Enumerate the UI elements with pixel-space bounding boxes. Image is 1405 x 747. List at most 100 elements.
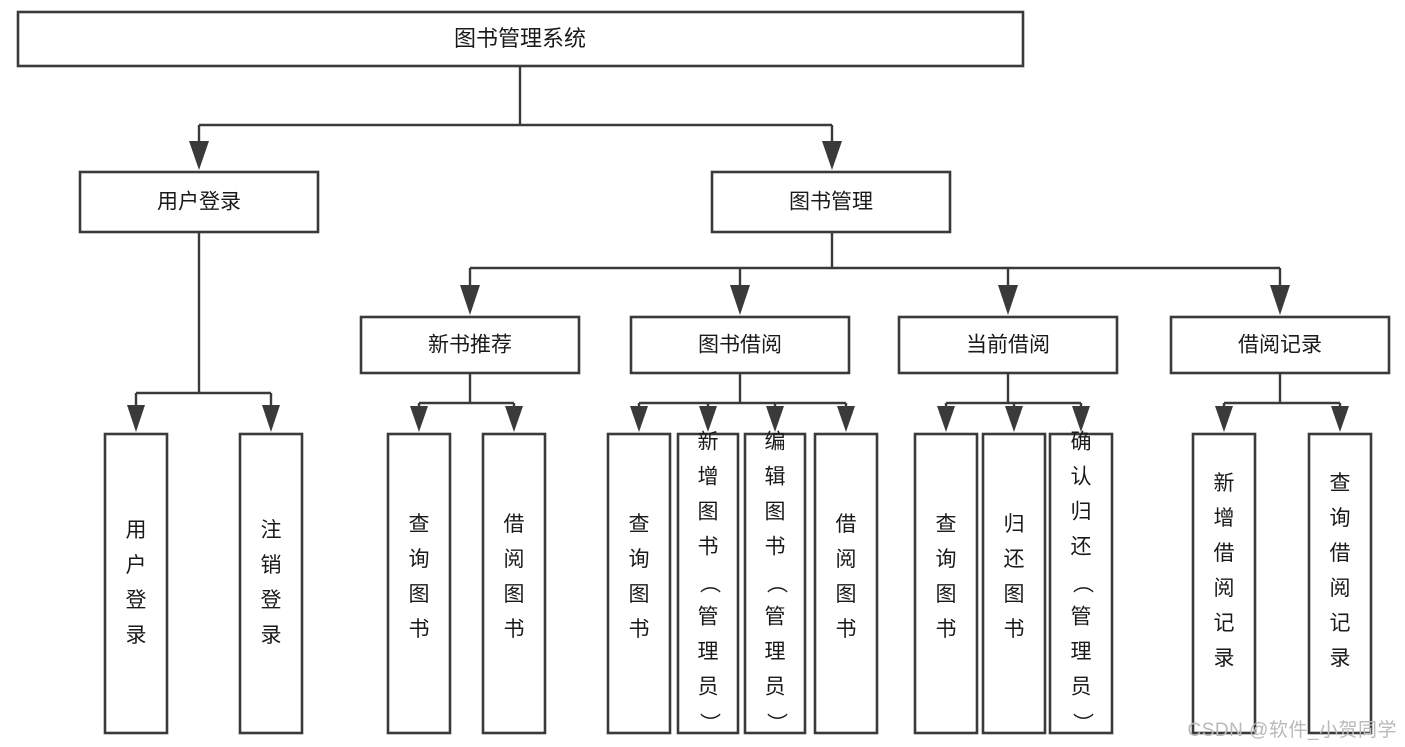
node-borrow-record-box[interactable] (1169, 315, 1391, 375)
svg-text:归: 归 (1004, 513, 1025, 536)
svg-text:询: 询 (409, 548, 430, 571)
svg-text:录: 录 (1330, 647, 1351, 670)
arrow-head-leaf-current-borrow-0 (937, 406, 955, 432)
node-user-login[interactable]: 用户登录 (78, 170, 320, 234)
node-book-manage-box[interactable] (710, 170, 952, 234)
svg-text:图: 图 (936, 583, 957, 606)
svg-text:阅: 阅 (1214, 577, 1235, 600)
svg-text:图: 图 (1004, 583, 1025, 606)
arrow-head-leaf-borrow-record-0 (1215, 406, 1233, 432)
svg-text:询: 询 (936, 548, 957, 571)
svg-text:书: 书 (1004, 618, 1025, 641)
svg-text:户: 户 (126, 554, 147, 577)
svg-text:书: 书 (698, 536, 719, 559)
svg-text:理: 理 (765, 641, 786, 664)
svg-text:）: ） (1070, 713, 1093, 734)
node-book-manage-label: 图书管理 (789, 191, 873, 214)
svg-text:查: 查 (936, 513, 957, 536)
svg-text:查: 查 (629, 513, 650, 536)
node-current-borrow-box[interactable] (897, 315, 1119, 375)
node-root-system[interactable]: 图书管理系统 (16, 10, 1025, 68)
node-book-borrow-box[interactable] (629, 315, 851, 375)
connector-group-user-login-to-leaves (127, 232, 280, 432)
svg-text:确: 确 (1071, 431, 1092, 454)
svg-text:员: 员 (765, 676, 786, 699)
svg-text:管: 管 (1071, 606, 1092, 629)
svg-text:员: 员 (1071, 676, 1092, 699)
svg-text:登: 登 (126, 589, 147, 612)
node-book-borrow[interactable]: 图书借阅 (629, 315, 851, 375)
node-current-borrow[interactable]: 当前借阅 (897, 315, 1119, 375)
arrow-head-leaf-book-borrow-2 (766, 406, 784, 432)
arrow-head-leaf-current-borrow-1 (1005, 406, 1023, 432)
svg-text:（: （ (1070, 573, 1093, 594)
arrow-head-leaf-borrow-record-1 (1331, 406, 1349, 432)
svg-text:）: ） (764, 713, 787, 734)
svg-text:录: 录 (261, 624, 282, 647)
leaf-borrow-record-0-box[interactable] (1191, 432, 1257, 735)
svg-text:询: 询 (629, 548, 650, 571)
leaf-new-book-0-box[interactable] (386, 432, 452, 735)
arrow-head-current-borrow (998, 285, 1018, 315)
svg-text:销: 销 (261, 554, 282, 577)
leaf-book-borrow-1-box[interactable] (676, 432, 740, 735)
svg-text:管: 管 (765, 606, 786, 629)
svg-text:阅: 阅 (1330, 577, 1351, 600)
leaf-current-borrow-0-box[interactable] (913, 432, 979, 735)
leaf-book-borrow-0-box[interactable] (606, 432, 672, 735)
node-new-book-recommend[interactable]: 新书推荐 (359, 315, 581, 375)
leaf-user-login-0-box[interactable] (103, 432, 169, 735)
svg-text:辑: 辑 (765, 466, 786, 489)
leaf-current-borrow-1-box[interactable] (981, 432, 1047, 735)
svg-text:记: 记 (1214, 612, 1235, 635)
node-new-book-recommend-box[interactable] (359, 315, 581, 375)
leaf-user-login-1-box[interactable] (238, 432, 304, 735)
arrow-head-book-manage (822, 141, 842, 170)
leaf-current-borrow-2-box[interactable] (1048, 432, 1114, 735)
node-user-login-box[interactable] (78, 170, 320, 234)
arrow-head-leaf-book-borrow-1 (699, 406, 717, 432)
svg-text:书: 书 (836, 618, 857, 641)
svg-text:借: 借 (1330, 542, 1351, 565)
svg-text:借: 借 (836, 513, 857, 536)
leaf-book-borrow-3-box[interactable] (813, 432, 879, 735)
node-borrow-record[interactable]: 借阅记录 (1169, 315, 1391, 375)
node-book-manage[interactable]: 图书管理 (710, 170, 952, 234)
leaf-user-login-0-label: 用户登录 (126, 519, 147, 647)
svg-text:书: 书 (504, 618, 525, 641)
svg-text:（: （ (697, 573, 720, 594)
leaf-borrow-record-1-box[interactable] (1307, 432, 1373, 735)
arrow-head-new-book (460, 285, 480, 315)
svg-text:图: 图 (765, 501, 786, 524)
connector-group-current-borrow-to-leaves (937, 373, 1090, 432)
node-borrow-record-label: 借阅记录 (1238, 334, 1322, 357)
arrow-head-leaf-book-borrow-0 (630, 406, 648, 432)
svg-text:图: 图 (629, 583, 650, 606)
leaf-new-book-1-box[interactable] (481, 432, 547, 735)
svg-text:用: 用 (126, 519, 147, 542)
node-root-system-box[interactable] (16, 10, 1025, 68)
node-new-book-recommend-label: 新书推荐 (428, 334, 512, 357)
leaf-book-borrow-2-box[interactable] (743, 432, 807, 735)
leaf-node[interactable]: 用户登录 (103, 432, 169, 735)
